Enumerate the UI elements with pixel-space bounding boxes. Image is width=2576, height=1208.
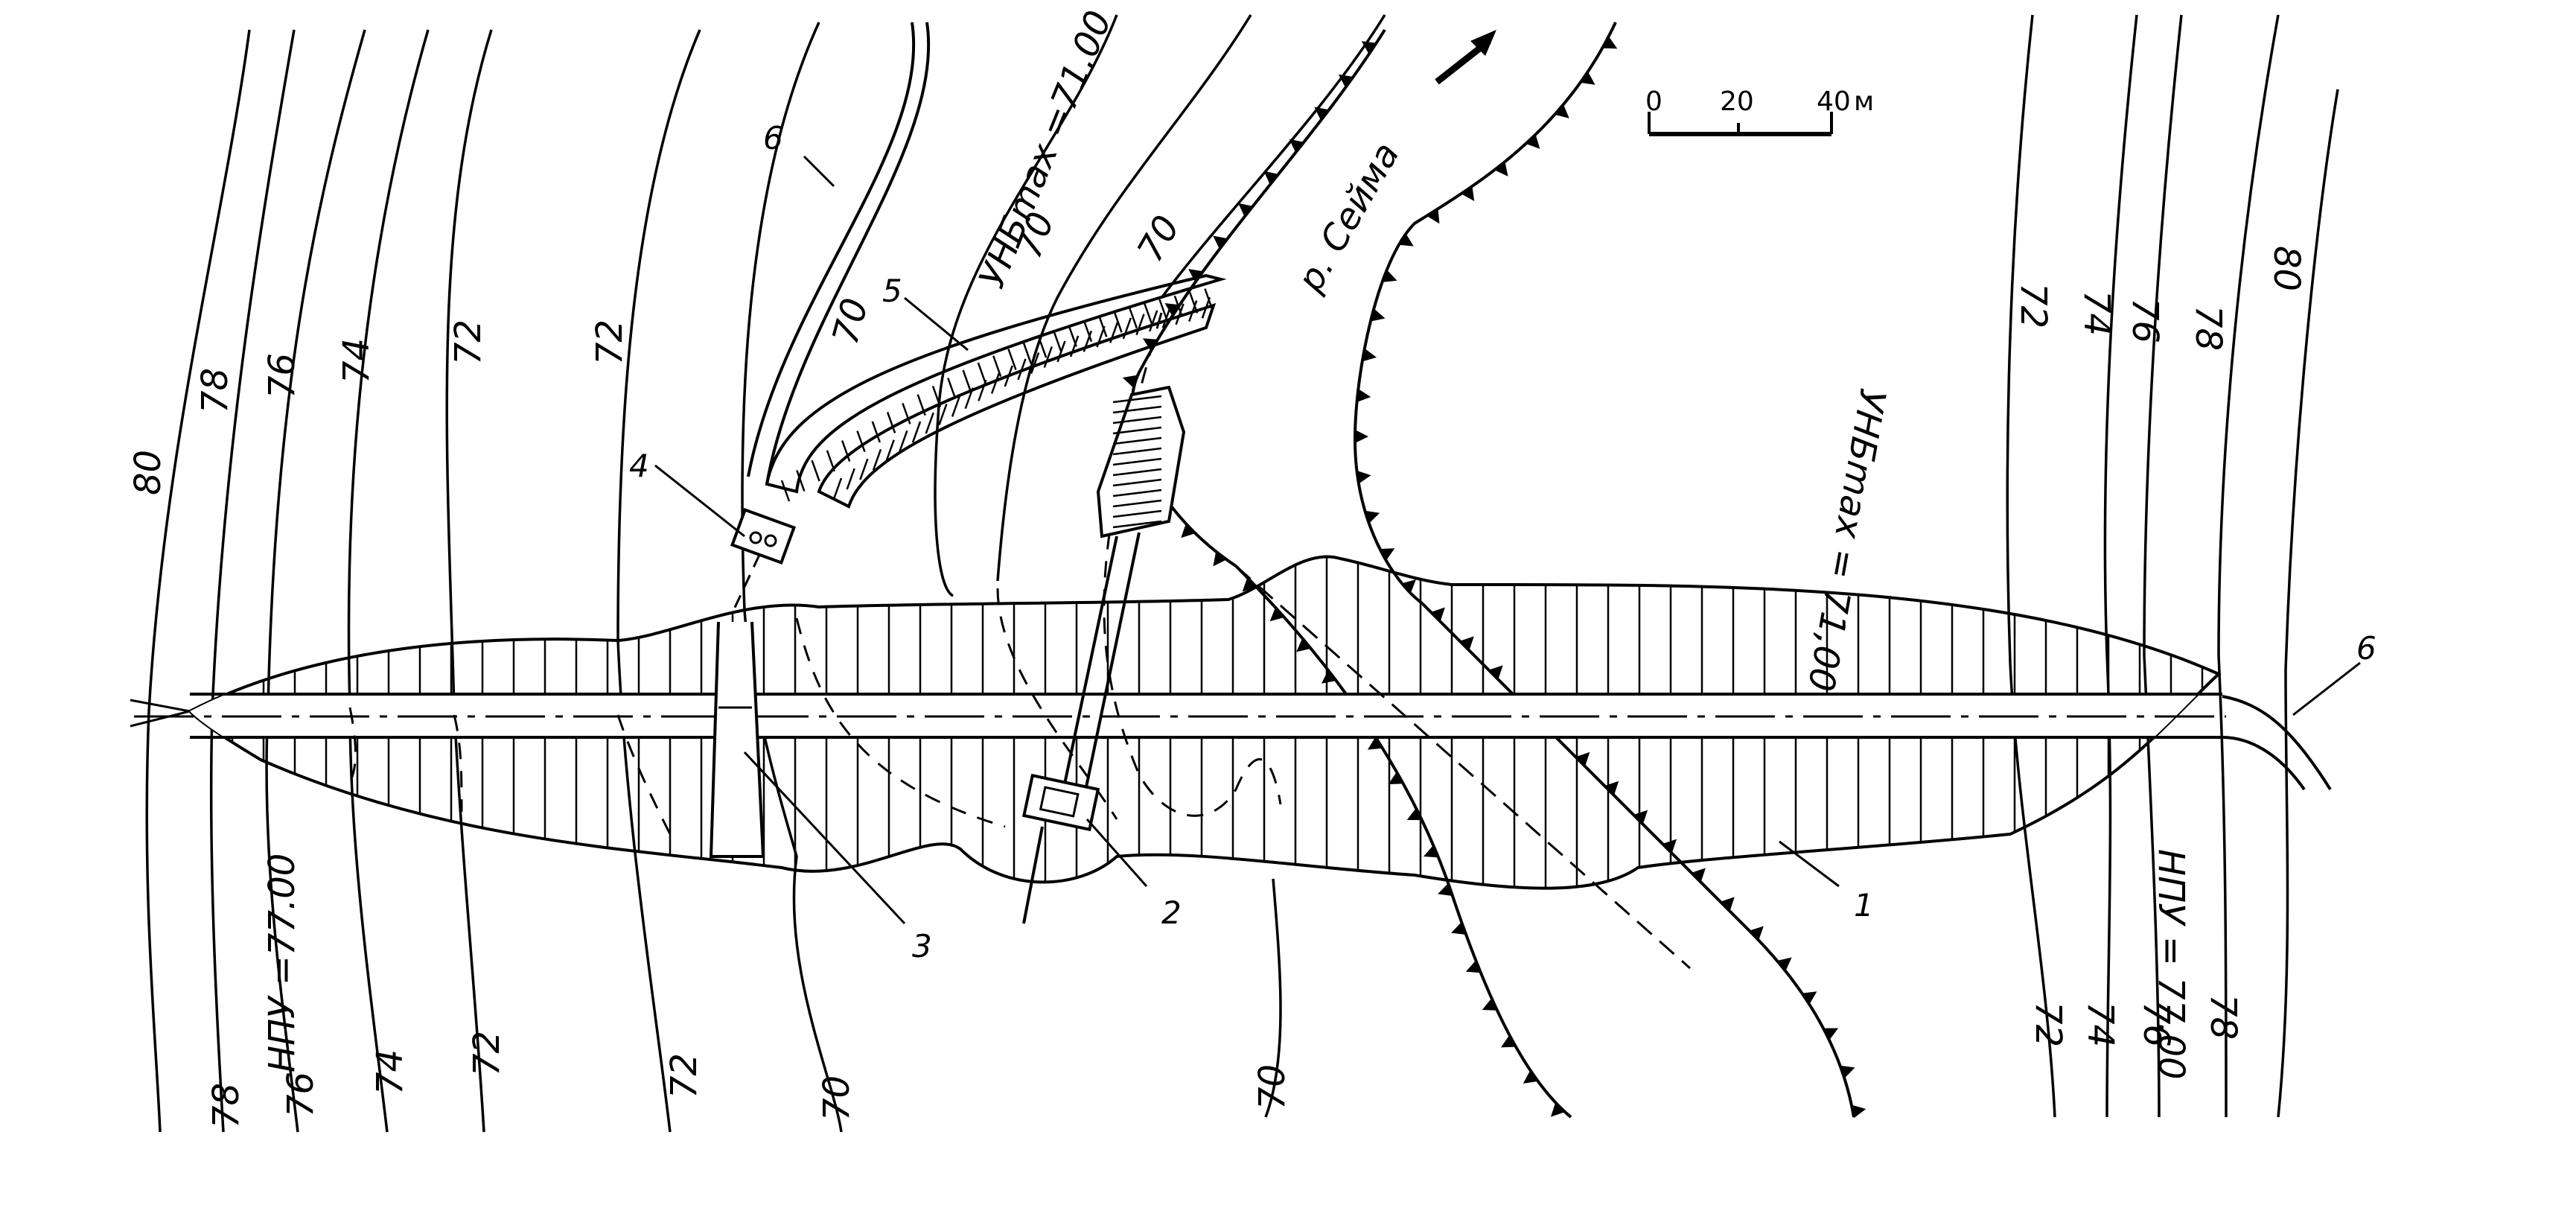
top-right-contour-labels: 72 74 76 78 80 bbox=[2012, 246, 2307, 351]
contour-left-78 bbox=[209, 29, 296, 1133]
contour-label-78: 78 bbox=[194, 368, 236, 413]
scale-bar: 0 20 40 м bbox=[1645, 86, 1874, 136]
river-bank-right bbox=[1353, 22, 1855, 1118]
bottom-right-contour-labels: 72 74 76 78 bbox=[2027, 994, 2244, 1047]
left-contours bbox=[145, 22, 843, 1133]
contour-label-b76: 76 bbox=[280, 1072, 322, 1117]
callout-4: 4 bbox=[629, 448, 649, 484]
contour-label-b74: 74 bbox=[369, 1049, 411, 1095]
scale-tick-20: 20 bbox=[1720, 86, 1754, 117]
scale-tick-0: 0 bbox=[1645, 86, 1662, 117]
contour-left-76 bbox=[265, 29, 366, 1133]
contour-center-70a bbox=[934, 14, 1118, 597]
contour-label-r76: 76 bbox=[2124, 298, 2166, 343]
contour-label-72b: 72 bbox=[589, 320, 631, 365]
contour-label-r72: 72 bbox=[2012, 283, 2054, 328]
contour-label-r74: 74 bbox=[2076, 290, 2117, 336]
drainage-pipe bbox=[747, 22, 931, 485]
contour-label-b70b: 70 bbox=[1252, 1064, 1293, 1110]
dam-body bbox=[130, 555, 2332, 890]
callout-5: 5 bbox=[882, 273, 902, 309]
contour-right-78 bbox=[2217, 14, 2280, 1118]
contour-right-76 bbox=[2143, 14, 2183, 1118]
contour-label-76: 76 bbox=[261, 353, 303, 398]
contour-left-80 bbox=[145, 29, 251, 1133]
flow-arrow bbox=[1435, 30, 1496, 85]
contour-label-r78: 78 bbox=[2187, 305, 2229, 351]
contour-label-r80: 80 bbox=[2266, 246, 2307, 291]
callout-6-top: 6 bbox=[763, 120, 783, 156]
contour-center-70d bbox=[1264, 878, 1282, 1118]
scale-unit: м bbox=[1854, 86, 1874, 117]
contour-label-br78: 78 bbox=[2202, 994, 2244, 1040]
scale-tick-40: 40 bbox=[1817, 86, 1851, 117]
bottom-left-contour-labels: 78 76 74 72 72 70 70 bbox=[205, 1031, 1293, 1128]
contour-left-70a bbox=[741, 22, 843, 1133]
callout-2: 2 bbox=[1161, 894, 1182, 931]
contour-left-72b bbox=[616, 29, 701, 1133]
contour-label-b70a: 70 bbox=[816, 1075, 858, 1121]
contour-label-br72: 72 bbox=[2027, 1002, 2069, 1047]
unb-right-label: УНБmax = 71,00 bbox=[1799, 386, 1894, 694]
contour-label-70c: 70 bbox=[1129, 209, 1188, 269]
outlet-structure bbox=[1021, 385, 1186, 924]
center-contours bbox=[934, 14, 1386, 1118]
contour-label-br76: 76 bbox=[2135, 1002, 2177, 1047]
intake-tower bbox=[730, 507, 797, 611]
callout-3: 3 bbox=[912, 928, 932, 964]
npu-left-label: НПУ =77.00 bbox=[261, 853, 303, 1072]
callouts bbox=[654, 155, 2361, 925]
contour-label-b72b: 72 bbox=[663, 1053, 705, 1099]
right-contours bbox=[2006, 14, 2339, 1118]
callout-labels: 1 2 3 4 5 6 6 bbox=[629, 120, 2376, 964]
contour-label-b72a: 72 bbox=[466, 1031, 508, 1076]
contour-left-72a bbox=[445, 29, 493, 1133]
contour-right-74 bbox=[2103, 14, 2138, 1118]
contour-label-br74: 74 bbox=[2079, 1002, 2121, 1047]
contour-label-80: 80 bbox=[127, 450, 169, 495]
spillway-channel bbox=[765, 273, 1227, 509]
bottom-outlet bbox=[709, 621, 765, 858]
bank-ticks bbox=[1120, 36, 1866, 1119]
hidden-contours bbox=[348, 312, 1691, 970]
callout-1: 1 bbox=[1854, 887, 1874, 924]
contour-center-70c bbox=[1160, 14, 1386, 299]
contour-left-74 bbox=[347, 29, 430, 1133]
contour-label-72a: 72 bbox=[447, 320, 489, 365]
contour-center-70b bbox=[996, 14, 1252, 582]
npu-right-label: НПУ = 77.00 bbox=[2150, 849, 2192, 1080]
contour-label-b78: 78 bbox=[205, 1083, 247, 1128]
contour-right-80 bbox=[2277, 89, 2339, 1118]
contour-right-72 bbox=[2006, 14, 2056, 1118]
contour-label-74: 74 bbox=[336, 338, 377, 384]
top-left-contour-labels: 80 78 76 74 72 72 bbox=[127, 320, 631, 495]
callout-6-right: 6 bbox=[2356, 630, 2376, 667]
